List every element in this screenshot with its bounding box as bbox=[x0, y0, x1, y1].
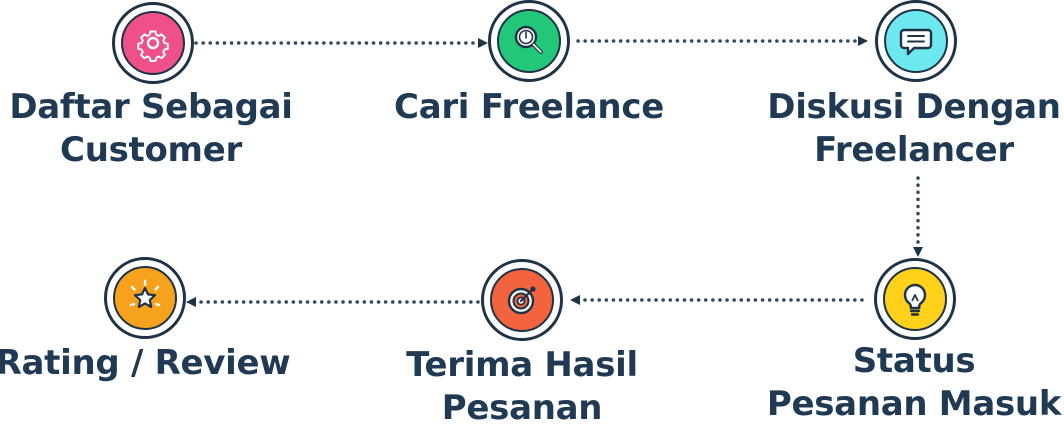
step-1-label-line2: Customer bbox=[60, 130, 242, 170]
step-5-node bbox=[481, 259, 563, 341]
step-5-label-line1: Terima Hasil bbox=[406, 345, 638, 385]
step-5-label-line2: Pesanan bbox=[441, 388, 603, 428]
step-1-label: Daftar Sebagai Customer bbox=[9, 86, 293, 172]
gear-icon bbox=[137, 30, 169, 63]
step-3-label-line1: Diskusi Dengan bbox=[767, 87, 1061, 127]
step-4-node bbox=[874, 258, 956, 340]
step-2-node bbox=[488, 0, 570, 82]
step-5-label: Terima Hasil Pesanan bbox=[406, 344, 638, 430]
step-6-node bbox=[104, 257, 186, 339]
step-1-label-line1: Daftar Sebagai bbox=[9, 87, 293, 127]
step-4-label-line2: Pesanan Masuk bbox=[766, 384, 1062, 424]
step-4-label-line1: Status bbox=[852, 341, 976, 381]
star-icon bbox=[129, 279, 161, 309]
lightbulb-icon bbox=[903, 283, 927, 316]
step-3-node bbox=[875, 0, 957, 82]
magnifier-icon bbox=[514, 25, 543, 54]
step-2-label-line1: Cari Freelance bbox=[394, 87, 664, 127]
step-6-label: Rating / Review bbox=[0, 342, 291, 385]
step-6-label-line1: Rating / Review bbox=[0, 343, 291, 383]
target-icon bbox=[507, 286, 536, 315]
step-1-icon-disc bbox=[121, 11, 185, 75]
step-2-icon-disc bbox=[497, 9, 561, 73]
step-4-icon-disc bbox=[883, 267, 947, 331]
step-3-label: Diskusi Dengan Freelancer bbox=[767, 86, 1061, 172]
step-6-icon-disc bbox=[113, 266, 177, 330]
step-3-icon-disc bbox=[884, 9, 948, 73]
chat-bubble-icon bbox=[899, 28, 933, 56]
step-4-label: Status Pesanan Masuk bbox=[766, 340, 1062, 426]
step-5-icon-disc bbox=[490, 268, 554, 332]
step-2-label: Cari Freelance bbox=[394, 86, 664, 129]
step-1-node bbox=[112, 2, 194, 84]
step-3-label-line2: Freelancer bbox=[814, 130, 1014, 170]
